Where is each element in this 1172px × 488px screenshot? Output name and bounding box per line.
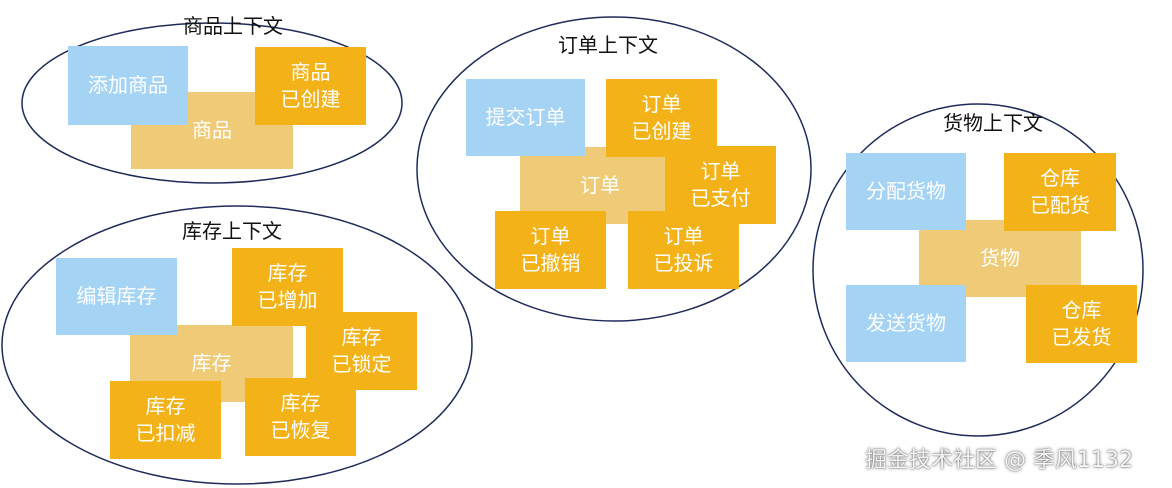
inventory-deducted-line2: 已扣减 (135, 421, 196, 445)
order-complained-event: 订单 已投诉 (628, 211, 739, 289)
allocate-goods-command: 分配货物 (846, 153, 966, 230)
order-context-title: 订单上下文 (558, 33, 658, 57)
order-paid-line2: 已支付 (690, 186, 751, 210)
inventory-context-boundary (1, 205, 473, 485)
inventory-deducted-event: 库存 已扣减 (110, 381, 221, 459)
edit-inventory-label: 编辑库存 (76, 284, 157, 308)
warehouse-allocated-line2: 已配货 (1030, 193, 1090, 217)
inventory-deducted-line1: 库存 (145, 394, 186, 418)
edit-inventory-command: 编辑库存 (56, 258, 177, 335)
goods-aggregate-label: 货物 (980, 246, 1020, 270)
inventory-restored-event: 库存 已恢复 (245, 378, 356, 456)
inventory-added-line1: 库存 (267, 261, 308, 285)
submit-order-label: 提交订单 (485, 105, 566, 129)
order-paid-line1: 订单 (700, 159, 741, 183)
product-created-line1: 商品 (290, 60, 331, 84)
goods-aggregate: 货物 (919, 220, 1081, 297)
send-goods-label: 发送货物 (866, 311, 946, 335)
warehouse-shipped-line1: 仓库 (1061, 298, 1102, 322)
inventory-aggregate-label: 库存 (191, 351, 232, 375)
warehouse-allocated-line1: 仓库 (1040, 166, 1080, 190)
order-cancelled-line2: 已撤销 (520, 251, 581, 275)
order-complained-line2: 已投诉 (653, 251, 714, 275)
goods-context-title: 货物上下文 (943, 111, 1043, 135)
product-context-boundary (21, 22, 403, 184)
allocate-goods-label: 分配货物 (866, 179, 946, 203)
product-context-title: 商品上下文 (183, 14, 283, 38)
order-cancelled-event: 订单 已撤销 (495, 211, 606, 289)
inventory-context-title: 库存上下文 (182, 219, 282, 243)
inventory-locked-event: 库存 已锁定 (306, 312, 417, 390)
add-product-command: 添加商品 (68, 46, 188, 125)
send-goods-command: 发送货物 (846, 285, 966, 362)
inventory-locked-line1: 库存 (341, 325, 382, 349)
inventory-restored-line1: 库存 (280, 391, 321, 415)
product-created-event: 商品 已创建 (255, 47, 366, 125)
inventory-added-line2: 已增加 (257, 288, 318, 312)
product-created-line2: 已创建 (280, 87, 341, 111)
goods-context-boundary (812, 103, 1144, 437)
inventory-locked-line2: 已锁定 (331, 352, 392, 376)
warehouse-allocated-event: 仓库 已配货 (1004, 153, 1116, 231)
order-aggregate-label: 订单 (580, 173, 620, 197)
inventory-restored-line2: 已恢复 (270, 418, 331, 442)
add-product-label: 添加商品 (88, 73, 168, 97)
order-context-boundary (416, 16, 812, 322)
order-created-line2: 已创建 (631, 119, 692, 143)
product-aggregate-label: 商品 (192, 118, 232, 142)
order-created-line1: 订单 (641, 92, 682, 116)
order-cancelled-line1: 订单 (530, 224, 571, 248)
order-created-event: 订单 已创建 (606, 79, 717, 157)
watermark: 掘金技术社区 @ 季风1132 (865, 448, 1133, 473)
warehouse-shipped-event: 仓库 已发货 (1026, 285, 1137, 363)
warehouse-shipped-line2: 已发货 (1051, 325, 1112, 349)
order-complained-line1: 订单 (663, 224, 704, 248)
submit-order-command: 提交订单 (466, 79, 585, 156)
